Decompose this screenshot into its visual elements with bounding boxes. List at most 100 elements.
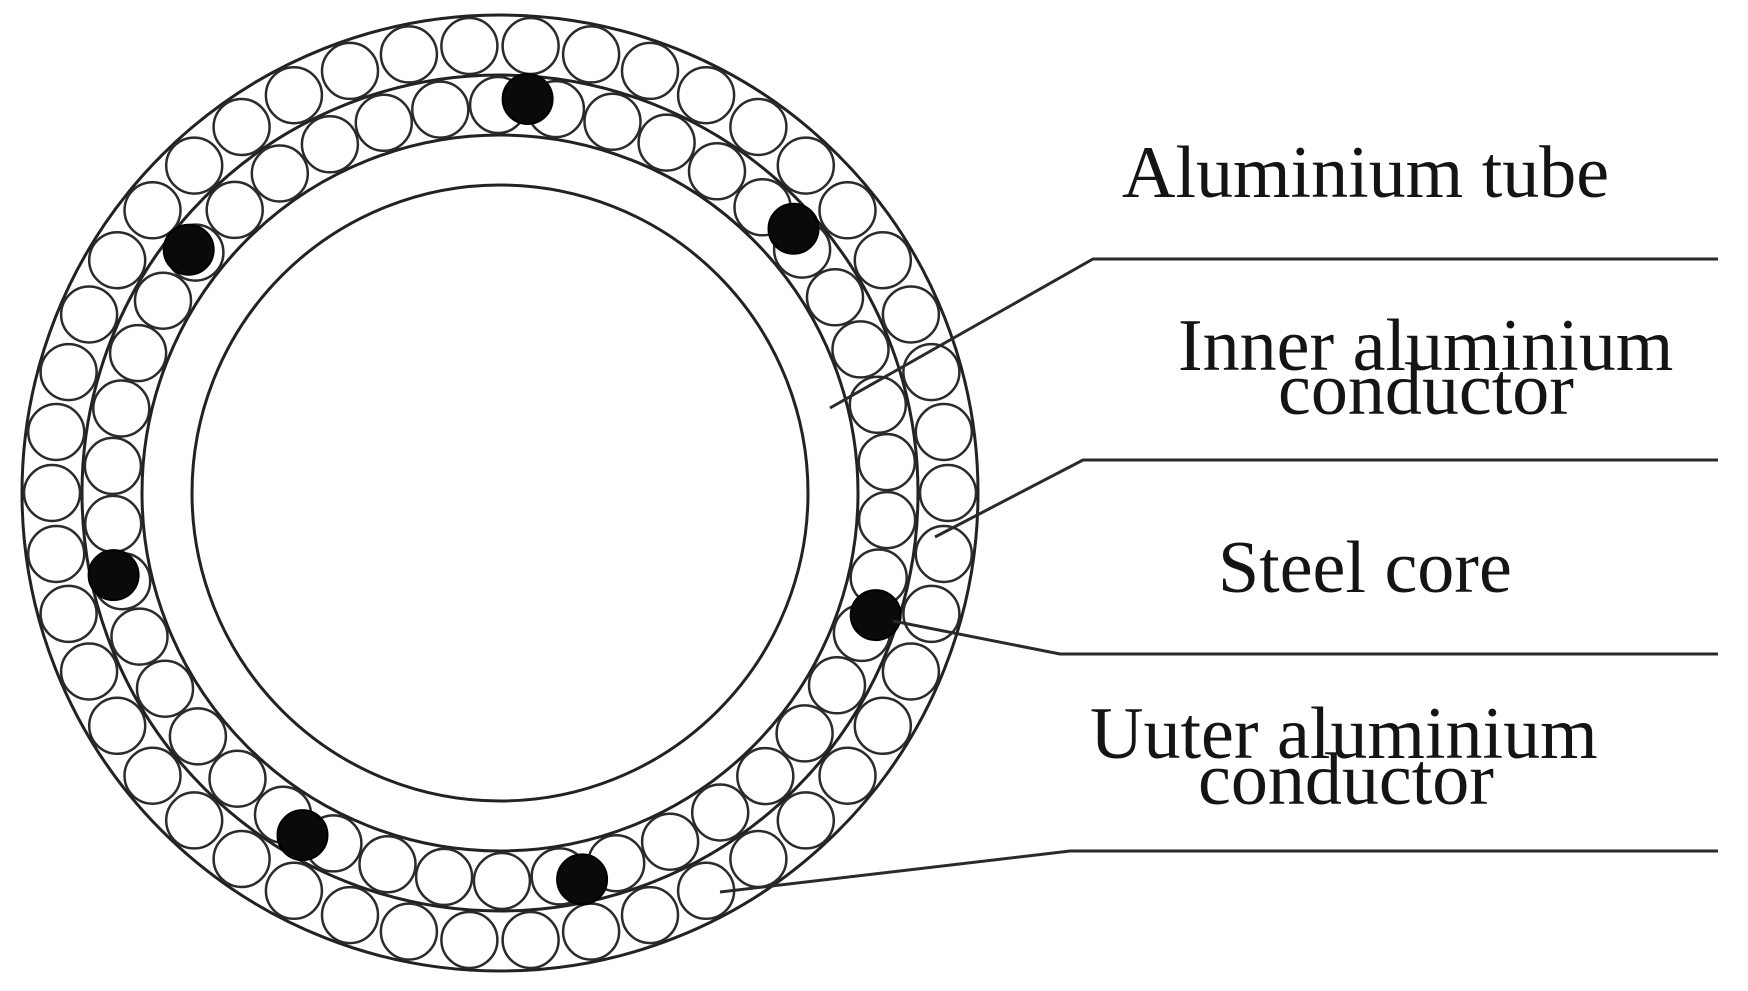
inner-aluminium-strand: [250, 144, 310, 203]
outer-aluminium-strand: [212, 97, 271, 157]
inner-aluminium-strand: [205, 180, 264, 240]
outer-aluminium-strand: [561, 25, 621, 84]
inner-aluminium-strand: [775, 704, 834, 763]
steel-strand: [501, 73, 554, 125]
outer-aluminium-strand: [440, 16, 499, 76]
inner-aluminium-strand: [690, 783, 750, 842]
outer-aluminium-strand: [59, 285, 119, 344]
outer-aluminium-strand: [123, 181, 182, 240]
outer-aluminium-strand: [501, 910, 560, 970]
inner-aluminium-strand: [83, 494, 143, 554]
inner-aluminium-strand: [83, 436, 143, 496]
steel-strand: [556, 853, 609, 906]
inner-aluminium-strand: [857, 432, 917, 492]
outer-aluminium-strand: [776, 791, 836, 850]
outer-aluminium-strand: [264, 861, 324, 921]
outer-aluminium-strand: [776, 136, 836, 195]
outer-aluminium-strand: [164, 791, 224, 850]
outer-aluminium-strand: [853, 230, 913, 290]
outer-aluminium-strand: [22, 463, 82, 523]
inner-aluminium-strand: [857, 490, 917, 550]
outer-aluminium-strand: [87, 230, 147, 290]
inner-aluminium-strand: [807, 656, 867, 715]
inner-aluminium-strand: [208, 749, 267, 808]
inner-aluminium-strands: [83, 75, 917, 911]
layer-separator: [80, 73, 920, 913]
label-outer-conductor-line2: conductor: [1198, 739, 1494, 821]
outer-aluminium-strand: [914, 402, 974, 462]
leader-lines: [719, 257, 1718, 894]
steel-strand: [276, 809, 329, 862]
aluminium-tube-inner-wall: [190, 183, 810, 803]
inner-aluminium-strand: [108, 323, 168, 383]
outer-aluminium-strand: [164, 136, 224, 195]
inner-aluminium-strand: [135, 659, 195, 718]
inner-aluminium-strand: [583, 92, 642, 151]
outer-aluminium-strand: [853, 696, 913, 756]
label-steel-core: Steel core: [1218, 527, 1512, 609]
cable-cross-section: [20, 13, 980, 973]
outer-boundary: [20, 13, 980, 973]
outer-aluminium-strand: [320, 885, 380, 945]
inner-aluminium-strand: [133, 271, 193, 330]
outer-aluminium-strand: [440, 910, 499, 970]
outer-aluminium-strand: [729, 829, 788, 889]
inner-aluminium-strand: [168, 707, 228, 766]
outer-aluminium-strand: [212, 829, 271, 889]
steel-strand: [767, 202, 820, 255]
outer-aluminium-strand: [26, 402, 86, 462]
inner-aluminium-strand: [472, 851, 532, 911]
outer-aluminium-strand: [620, 41, 680, 101]
outer-aluminium-strand: [379, 902, 439, 961]
inner-aluminium-strand: [358, 835, 417, 894]
label-inner-conductor-line1: Inner aluminium: [1178, 305, 1673, 387]
steel-strand: [87, 549, 140, 602]
outer-aluminium-strand: [676, 65, 736, 125]
steel-core-strands: [87, 73, 902, 906]
inner-aluminium-strand: [110, 607, 169, 666]
outer-aluminium-strand: [881, 642, 941, 701]
inner-aluminium-strand: [354, 93, 414, 153]
outer-aluminium-strand: [39, 584, 98, 644]
label-aluminium-tube: Aluminium tube: [1122, 132, 1609, 214]
outer-aluminium-strand: [881, 285, 941, 344]
inner-aluminium-strand: [411, 80, 470, 139]
outer-aluminium-strand: [379, 25, 439, 84]
inner-aluminium-strand: [805, 268, 865, 327]
outer-aluminium-strand: [914, 524, 974, 584]
inner-aluminium-strand: [831, 320, 890, 379]
inner-aluminium-strand: [640, 812, 700, 871]
label-inner-conductor-line2: conductor: [1278, 349, 1574, 431]
outer-aluminium-strand: [123, 746, 182, 805]
outer-aluminium-strand: [902, 584, 961, 644]
labels: Aluminium tube Inner aluminium conductor…: [1090, 132, 1673, 821]
label-outer-conductor-line1: Uuter aluminium: [1090, 693, 1598, 775]
leader-outer-conductor: [719, 849, 1718, 894]
outer-aluminium-strand: [818, 746, 877, 805]
outer-aluminium-strand: [561, 902, 621, 961]
inner-aluminium-strand: [92, 379, 151, 438]
outer-aluminium-strand: [264, 65, 324, 125]
inner-aluminium-strand: [637, 113, 696, 172]
outer-aluminium-strand: [729, 97, 788, 157]
inner-aluminium-strand: [736, 746, 795, 806]
outer-aluminium-strand: [87, 696, 147, 756]
outer-aluminium-strand: [620, 885, 680, 945]
outer-aluminium-strand: [39, 342, 98, 402]
leader-inner-conductor: [934, 458, 1718, 539]
outer-aluminium-strand: [918, 463, 978, 523]
outer-aluminium-strands: [22, 16, 978, 970]
steel-strand: [162, 223, 215, 276]
outer-aluminium-strand: [818, 181, 877, 240]
outer-aluminium-strand: [59, 642, 119, 701]
leader-aluminium-tube: [829, 257, 1718, 410]
inner-aluminium-strand: [687, 142, 747, 201]
inner-aluminium-strand: [848, 375, 908, 435]
aluminium-tube-outer-wall: [140, 133, 860, 853]
inner-aluminium-strand: [300, 115, 360, 174]
inner-aluminium-strand: [414, 847, 474, 907]
steel-strand: [849, 589, 902, 642]
outer-aluminium-strand: [501, 16, 560, 76]
outer-aluminium-strand: [320, 41, 380, 101]
